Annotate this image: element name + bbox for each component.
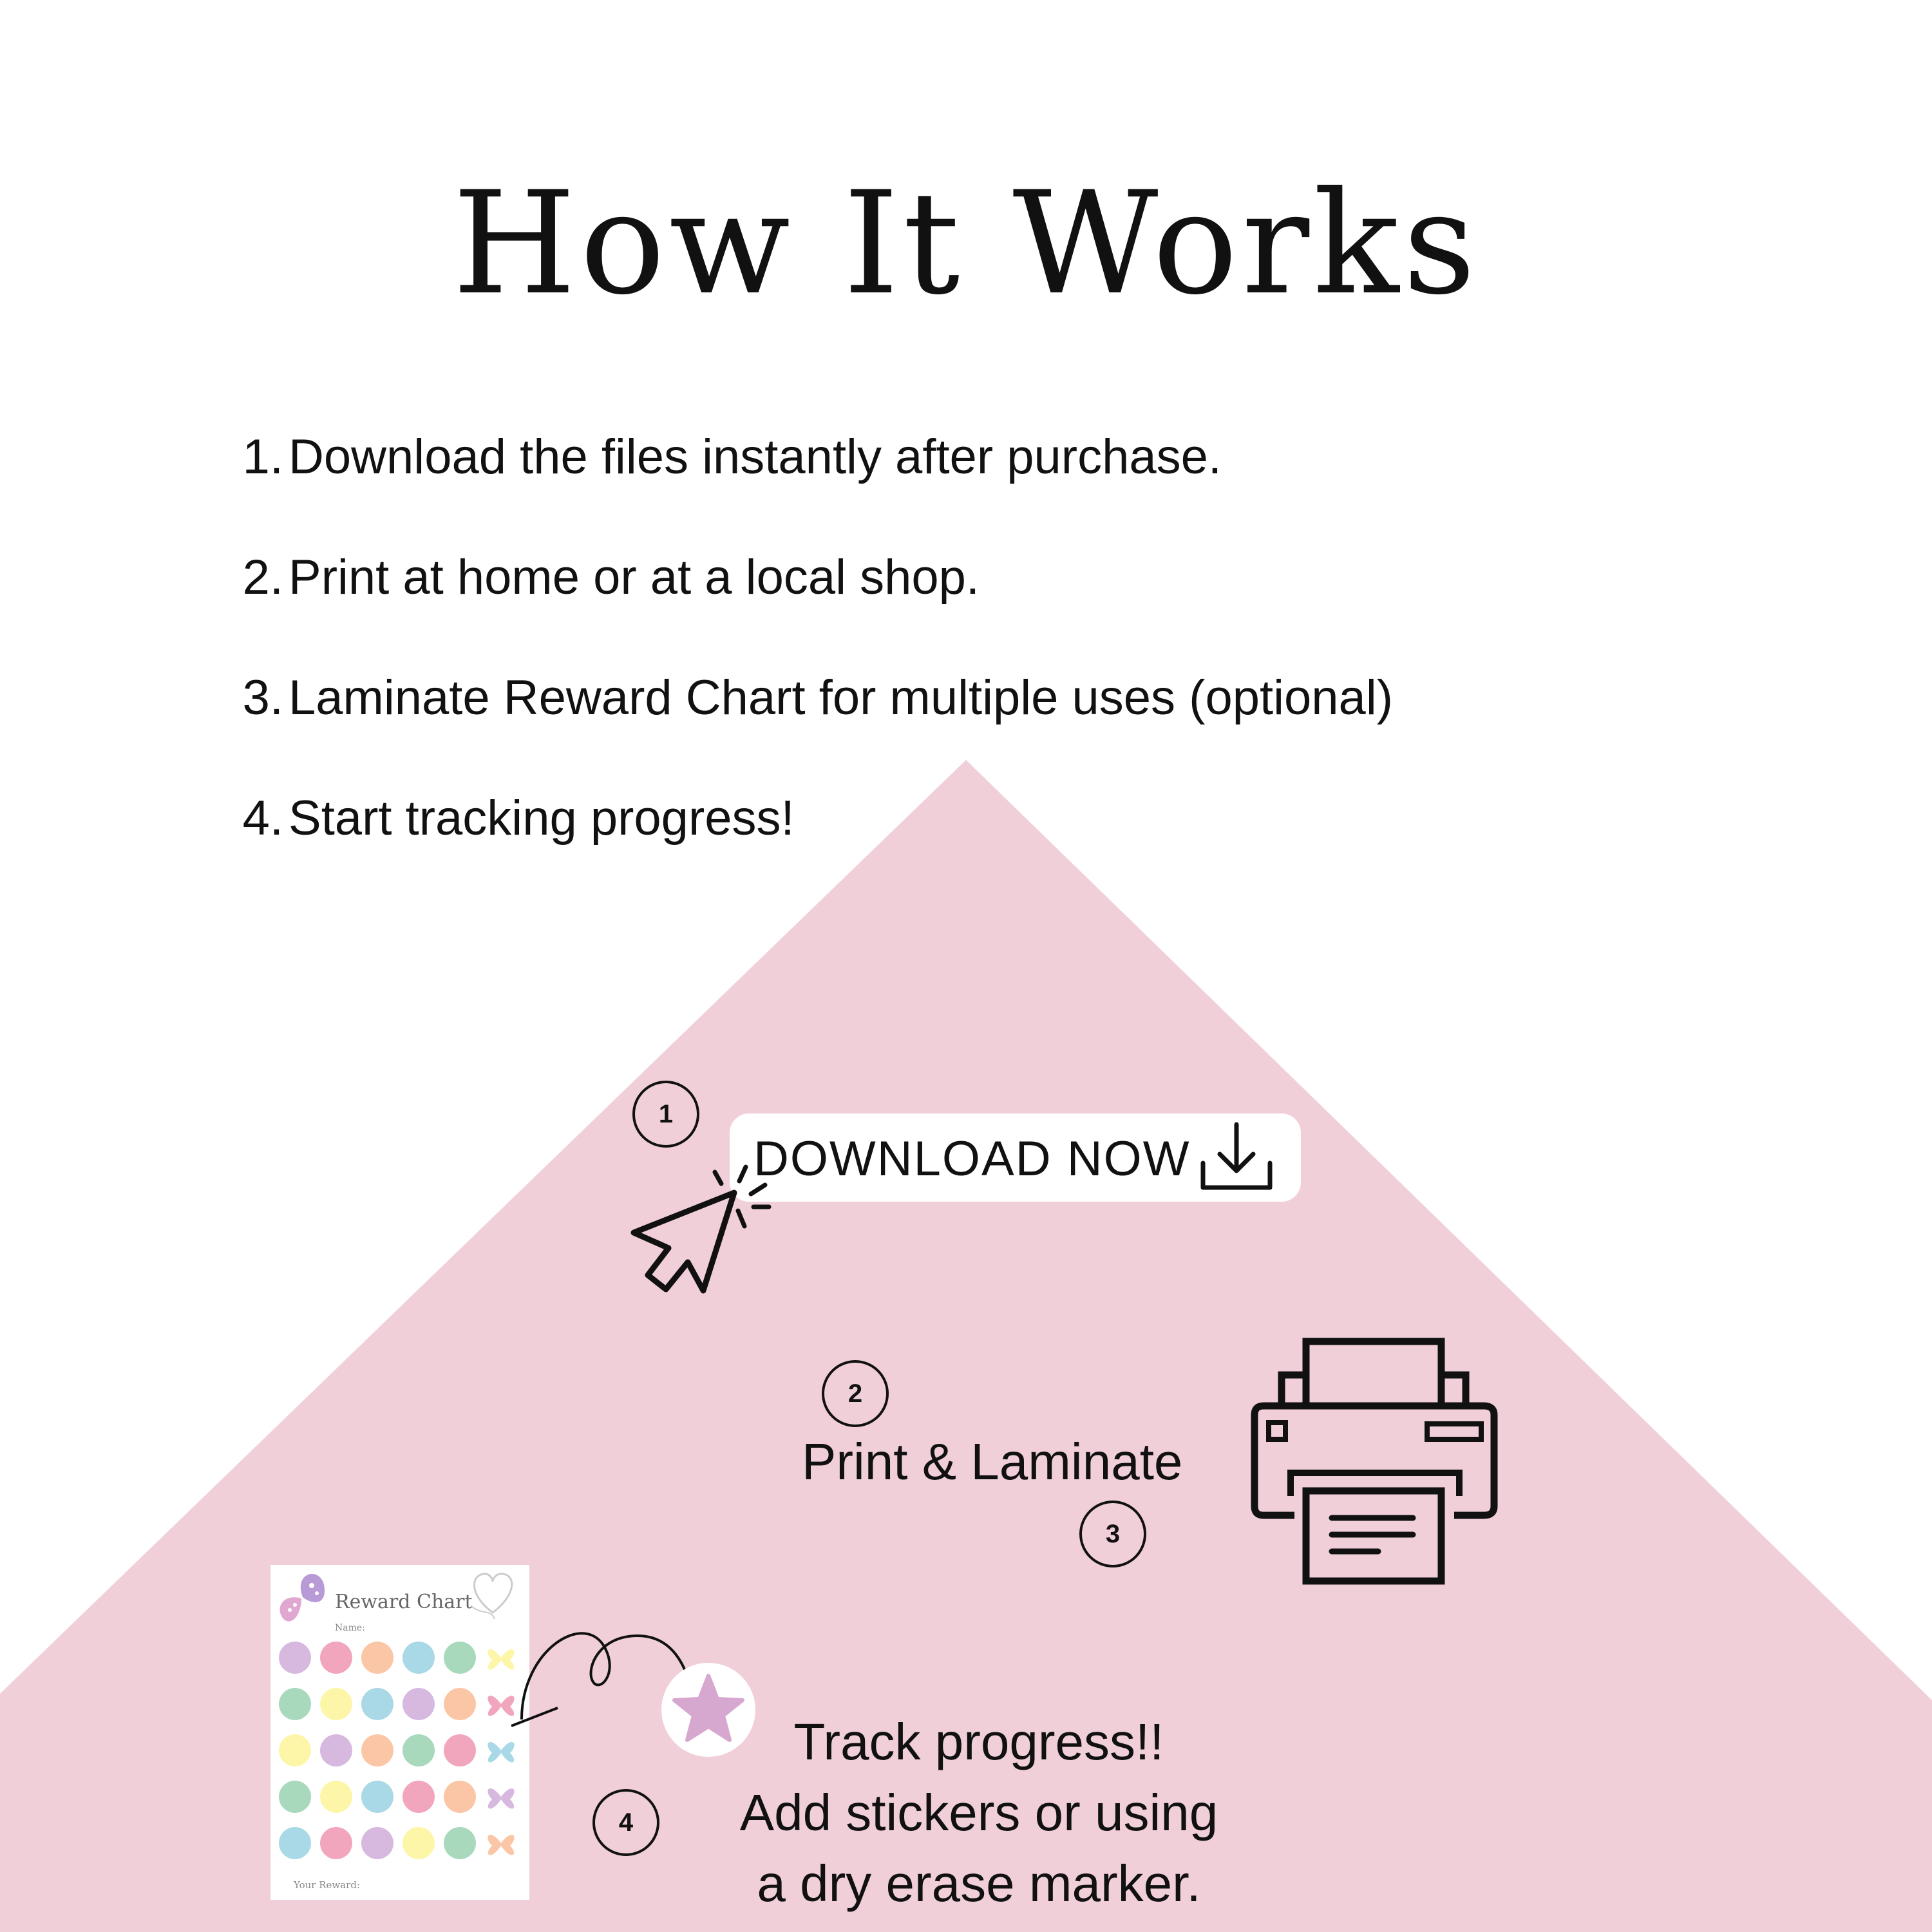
step-badge-3: 3 [1079, 1501, 1146, 1567]
reward-chart-title: Reward Chart [335, 1591, 473, 1613]
step-text: Download the files instantly after purch… [289, 430, 1222, 484]
step-item: 4. Start tracking progress! [232, 786, 1842, 907]
reward-chart-name-label: Name: [335, 1623, 365, 1633]
step-badge-2: 2 [822, 1360, 889, 1427]
track-line-3: a dry erase marker. [757, 1855, 1201, 1912]
step-item: 1. Download the files instantly after pu… [232, 425, 1842, 545]
print-laminate-label: Print & Laminate [802, 1433, 1183, 1490]
star-sticker-icon [661, 1663, 755, 1757]
step-text: Laminate Reward Chart for multiple uses … [289, 670, 1394, 725]
reward-chart-preview: Reward Chart Name: Your Reward: [270, 1565, 529, 1900]
step-number: 4. [242, 791, 283, 846]
download-now-label: DOWNLOAD NOW [753, 1132, 1191, 1186]
reward-chart-reward-label: Your Reward: [294, 1879, 361, 1891]
step-badge-4: 4 [592, 1789, 659, 1856]
cursor-click-icon [630, 1164, 772, 1294]
butterfly-icon [279, 1573, 325, 1622]
steps-list: 1. Download the files instantly after pu… [232, 425, 1842, 907]
printer-icon [1251, 1338, 1498, 1585]
reward-chart-grid [279, 1642, 515, 1859]
track-line-2: Add stickers or using [739, 1784, 1218, 1841]
step-item: 2. Print at home or at a local shop. [232, 545, 1842, 666]
loop-arrow-decoration [511, 1632, 690, 1727]
step-number: 1. [242, 430, 283, 484]
step-text: Start tracking progress! [289, 791, 795, 846]
track-progress-text: Track progress!! Add stickers or using a… [696, 1707, 1262, 1919]
step-number: 2. [242, 550, 283, 605]
track-line-1: Track progress!! [793, 1713, 1164, 1770]
heart-icon [471, 1573, 513, 1620]
page-title: How It Works [452, 161, 1480, 326]
step-text: Print at home or at a local shop. [289, 550, 980, 605]
step-number: 3. [242, 670, 283, 725]
step-item: 3. Laminate Reward Chart for multiple us… [232, 666, 1842, 786]
step-badge-1: 1 [632, 1081, 699, 1148]
download-icon [1200, 1122, 1273, 1190]
